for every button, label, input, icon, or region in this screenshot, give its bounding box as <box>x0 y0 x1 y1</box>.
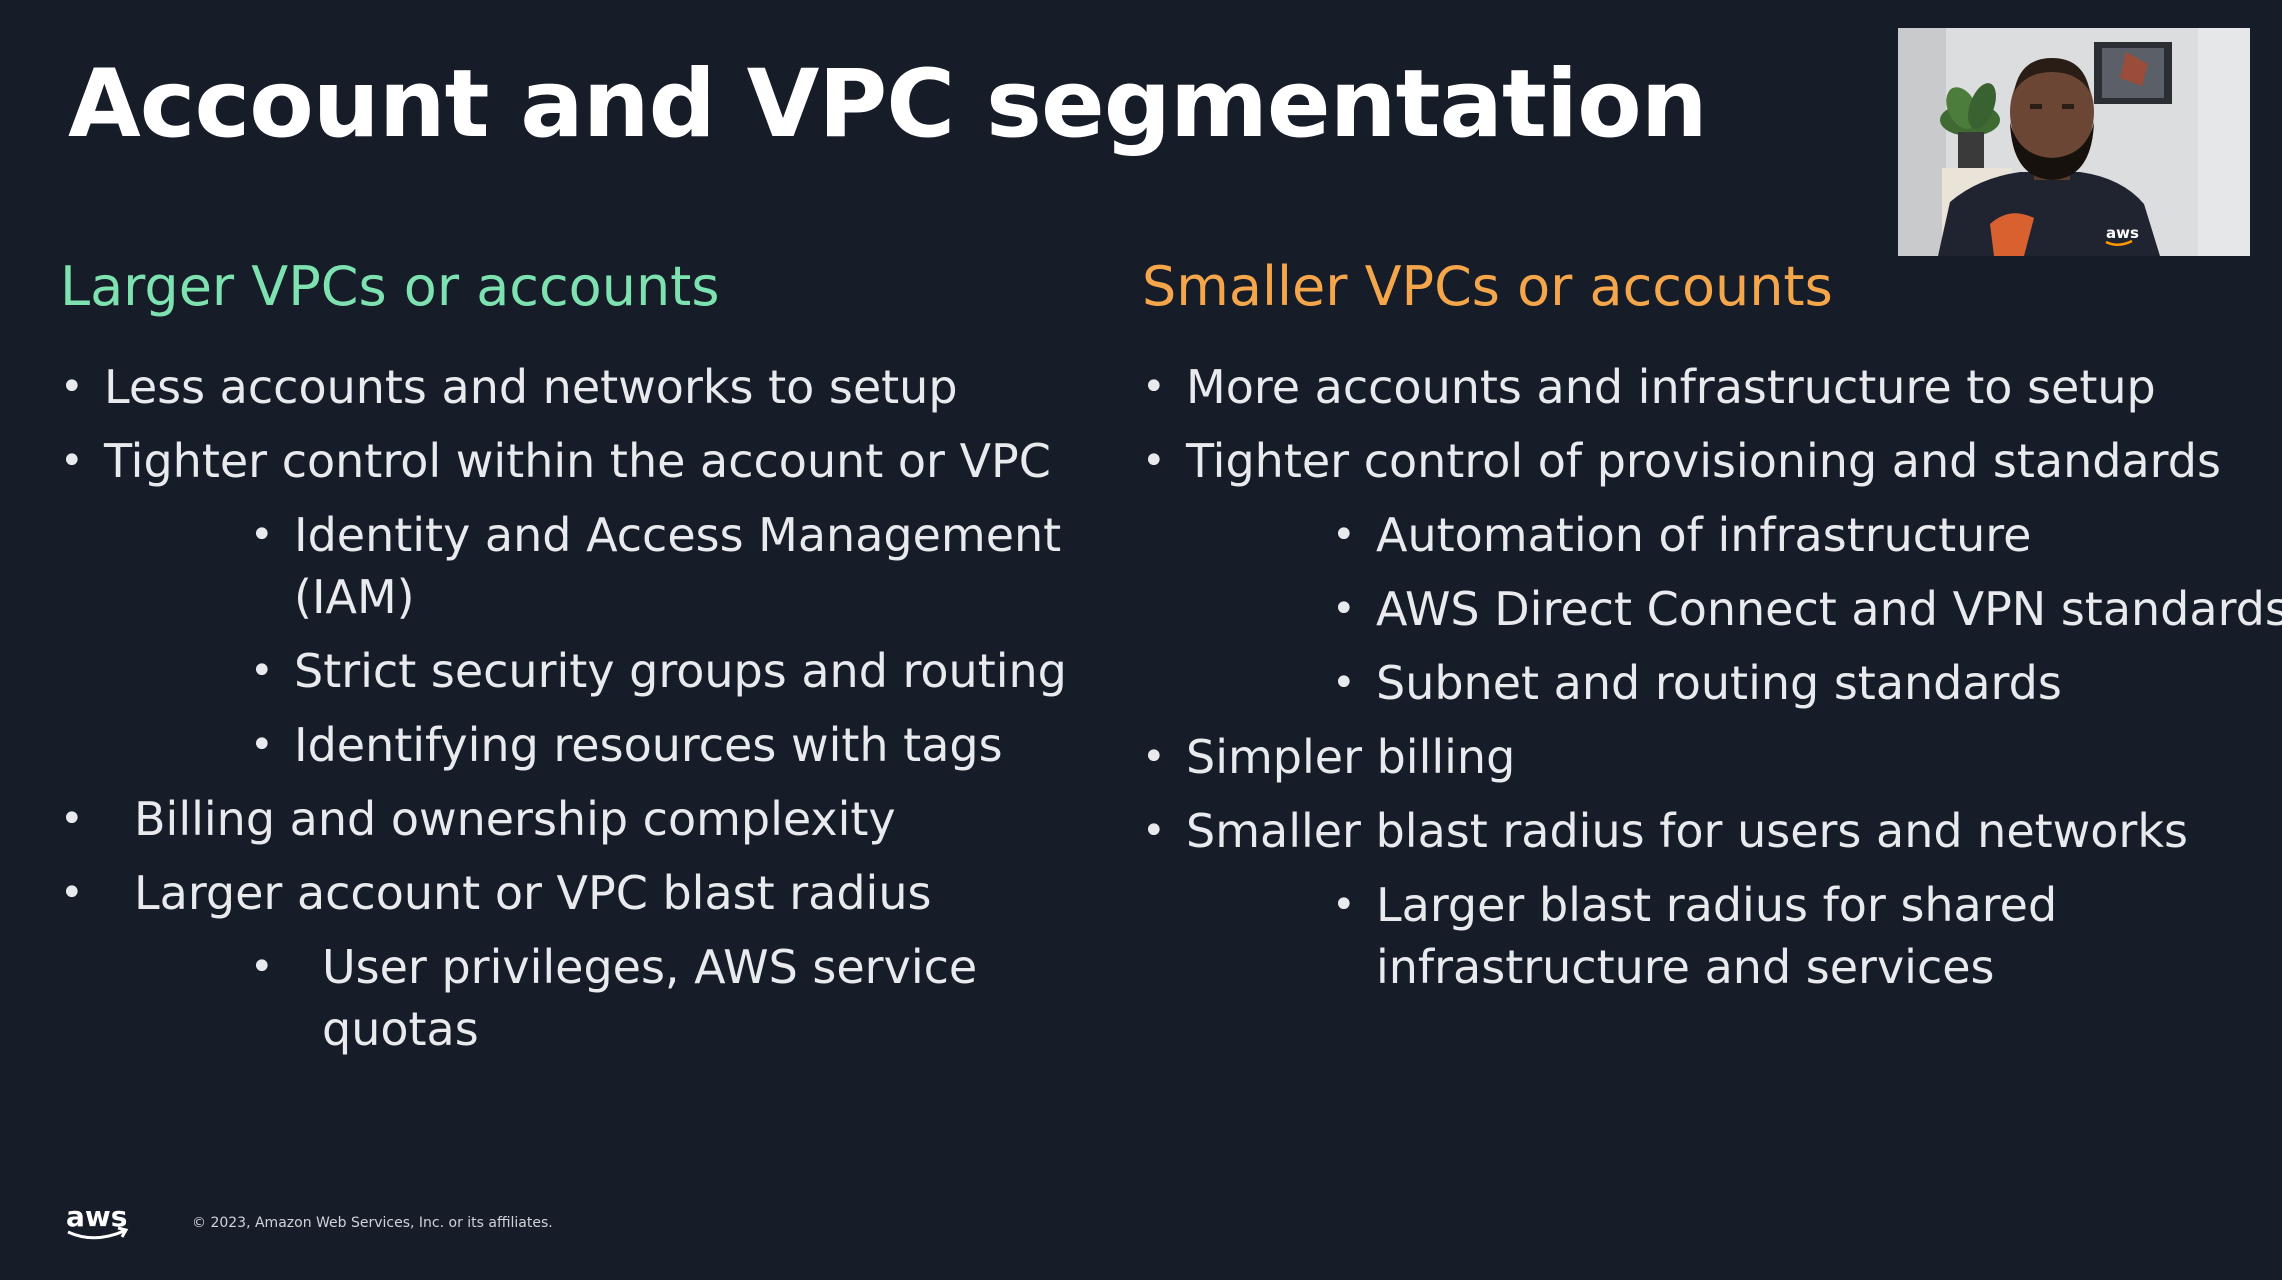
larger-vpcs-heading: Larger VPCs or accounts <box>60 255 720 318</box>
bullet-item: • Smaller blast radius for users and netw… <box>1142 800 2252 862</box>
bullet-dot-icon: • <box>1142 808 1166 854</box>
bullet-text: Less accounts and networks to setup <box>104 360 958 414</box>
sub-bullet-item: • Identity and Access Management (IAM) <box>60 504 1094 628</box>
bullet-item: • Larger account or VPC blast radius <box>60 862 1090 924</box>
bullet-item: • Tighter control within the account or V… <box>60 430 1090 492</box>
bullet-item: • Billing and ownership complexity <box>60 788 1090 850</box>
sub-bullet-item: • Identifying resources with tags <box>60 714 1090 776</box>
bullet-text: Smaller blast radius for users and netwo… <box>1186 804 2188 858</box>
bullet-text: Larger account or VPC blast radius <box>134 866 932 920</box>
bullet-dot-icon: • <box>250 722 274 768</box>
bullet-dot-icon: • <box>250 944 274 990</box>
bullet-dot-icon: • <box>250 512 274 558</box>
bullet-text: Simpler billing <box>1186 730 1516 784</box>
bullet-text: AWS Direct Connect and VPN standards <box>1376 582 2282 636</box>
bullet-dot-icon: • <box>1332 512 1356 558</box>
presenter-webcam-video: aws <box>1898 28 2250 256</box>
copyright-text: © 2023, Amazon Web Services, Inc. or its… <box>192 1215 553 1231</box>
bullet-item: • Less accounts and networks to setup <box>60 356 1090 418</box>
bullet-text: Identifying resources with tags <box>294 718 1003 772</box>
smaller-vpcs-bullet-list: • More accounts and infrastructure to set… <box>1142 356 2282 998</box>
bullet-text: More accounts and infrastructure to setu… <box>1186 360 2156 414</box>
bullet-dot-icon: • <box>60 796 84 842</box>
sub-bullet-item: • Strict security groups and routing <box>60 640 1090 702</box>
bullet-item: • Tighter control of provisioning and sta… <box>1142 430 2252 492</box>
bullet-text: Tighter control within the account or VP… <box>104 434 1051 488</box>
bullet-text: User privileges, AWS service quotas <box>322 940 978 1056</box>
bullet-text: Billing and ownership complexity <box>134 792 896 846</box>
sub-bullet-item: • Automation of infrastructure <box>1142 504 2252 566</box>
smaller-vpcs-heading: Smaller VPCs or accounts <box>1142 255 1833 318</box>
slide-title: Account and VPC segmentation <box>68 50 1708 159</box>
bullet-dot-icon: • <box>1332 586 1356 632</box>
bullet-dot-icon: • <box>60 870 84 916</box>
bullet-text: Larger blast radius for shared infrastru… <box>1376 878 2058 994</box>
aws-logo-text: aws <box>66 1200 127 1233</box>
larger-vpcs-column: Larger VPCs or accounts • Less accounts a… <box>60 255 1090 1072</box>
bullet-text: Automation of infrastructure <box>1376 508 2032 562</box>
sub-bullet-item: • Subnet and routing standards <box>1142 652 2252 714</box>
bullet-dot-icon: • <box>1142 438 1166 484</box>
slide-footer: aws © 2023, Amazon Web Services, Inc. or… <box>64 1200 553 1246</box>
bullet-dot-icon: • <box>1332 882 1356 928</box>
sub-bullet-item: • AWS Direct Connect and VPN standards <box>1142 578 2282 640</box>
bullet-text: Strict security groups and routing <box>294 644 1067 698</box>
sub-bullet-item: • User privileges, AWS service quotas <box>60 936 1022 1060</box>
presenter-video-frame: aws <box>1898 28 2250 256</box>
larger-vpcs-bullet-list: • Less accounts and networks to setup • Ti… <box>60 356 1090 1060</box>
bullet-item: • Simpler billing <box>1142 726 2252 788</box>
bullet-dot-icon: • <box>60 438 84 484</box>
bullet-text: Identity and Access Management (IAM) <box>294 508 1062 624</box>
smaller-vpcs-column: Smaller VPCs or accounts • More accounts … <box>1142 255 2282 1010</box>
aws-logo-icon: aws <box>66 1200 129 1240</box>
sub-bullet-item: • Larger blast radius for shared infrastr… <box>1142 874 2282 998</box>
bullet-dot-icon: • <box>250 648 274 694</box>
bullet-item: • More accounts and infrastructure to set… <box>1142 356 2252 418</box>
bullet-dot-icon: • <box>1142 364 1166 410</box>
bullet-dot-icon: • <box>60 364 84 410</box>
bullet-dot-icon: • <box>1142 734 1166 780</box>
shirt-logo-text: aws <box>2106 224 2139 242</box>
bullet-text: Subnet and routing standards <box>1376 656 2062 710</box>
bullet-dot-icon: • <box>1332 660 1356 706</box>
bullet-text: Tighter control of provisioning and stan… <box>1186 434 2221 488</box>
